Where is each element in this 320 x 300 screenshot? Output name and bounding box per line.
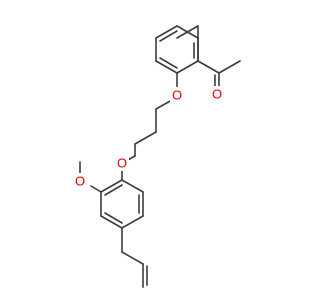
bond-r2-6 (100, 179, 123, 193)
ether-oxygen-lower-label: O (117, 156, 127, 171)
bond-r1-7 (176, 25, 199, 39)
structure-canvas: O O O O (73, 25, 241, 288)
bond-r1-inner-1 (159, 30, 178, 42)
bond-o-upper-to-c1 (155, 99, 173, 110)
acetyl-group (197, 60, 241, 88)
methoxy-group (79, 161, 102, 193)
bond-r1-4 (155, 60, 178, 74)
molecule-drawing: O O O O (73, 25, 241, 288)
ether-oxygen-upper-label: O (172, 88, 182, 103)
bond-ch2-to-ch (121, 251, 144, 265)
bond-c4-o-lower (127, 155, 136, 161)
methoxy-oxygen-label: O (75, 174, 85, 189)
bond-ring-to-methoxy-o (90, 185, 102, 193)
bond-r2-1 (121, 179, 144, 193)
butoxy-chain (127, 72, 178, 161)
oxygen-labels: O O O O (73, 86, 224, 189)
lower-benzene-ring (100, 169, 144, 229)
upper-benzene-ring (155, 25, 199, 74)
ketone-oxygen-label: O (212, 87, 222, 102)
bond-r2-4 (100, 215, 123, 229)
bond-r2-3 (121, 215, 144, 229)
bond-r2-inner-3 (104, 184, 123, 196)
bond-r1-3 (176, 60, 199, 74)
allyl-group (121, 227, 148, 288)
bond-ring-to-carbonyl (197, 60, 220, 74)
bond-r1-inner-3 (159, 57, 178, 69)
bond-r1-6 (155, 25, 178, 39)
bond-carbonyl-to-methyl (218, 60, 241, 74)
bond-c2-c3 (134, 131, 157, 145)
bond-r2-inner-2 (104, 212, 123, 224)
